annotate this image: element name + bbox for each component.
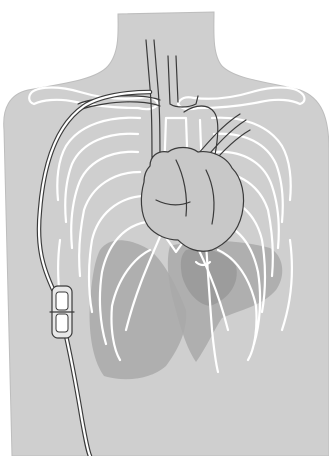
catheter-connector <box>50 286 74 338</box>
